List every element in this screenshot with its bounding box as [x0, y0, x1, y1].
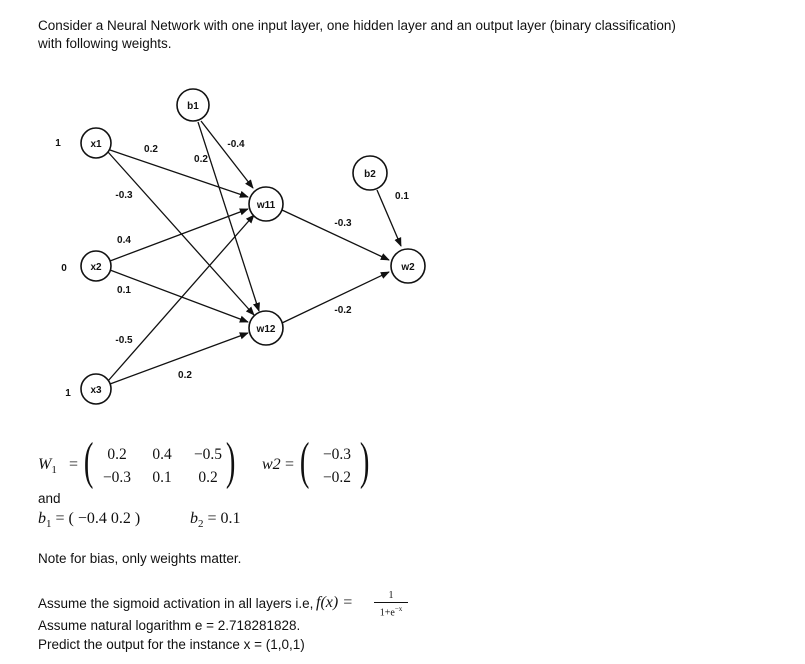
- w1-cell-0-0: 0.2: [107, 446, 127, 463]
- w1-cell-0-2: −0.5: [193, 446, 223, 463]
- weight-x2-w12: 0.1: [117, 285, 131, 296]
- edge-x1-w12: [107, 151, 255, 316]
- b1-equation: b1 = ( −0.4 0.2 ): [38, 510, 141, 531]
- edge-x2-w11: [109, 208, 249, 262]
- edge-b1-w11: [200, 120, 254, 189]
- weight-x3-w12: 0.2: [178, 370, 192, 381]
- edge-w12-w2: [281, 271, 390, 324]
- w2-cell-1: −0.2: [322, 469, 352, 486]
- w1-right-paren: ): [225, 433, 236, 490]
- node-x2-label: x2: [90, 262, 102, 273]
- node-w2: [390, 248, 426, 284]
- w2-left-paren: (: [299, 433, 310, 490]
- node-b2: [352, 155, 388, 191]
- bias-note: Note for bias, only weights matter.: [38, 551, 242, 566]
- edge-b1-w12: [197, 121, 260, 312]
- node-w12: [248, 310, 284, 346]
- w2-equals: =: [285, 456, 295, 473]
- sigmoid-fraction: 1 1+e−x: [372, 590, 410, 619]
- node-x3-label: x3: [90, 385, 102, 396]
- node-w11-label: w11: [256, 200, 276, 211]
- sigmoid-denominator: 1+e−x: [379, 605, 403, 619]
- w1-cell-0-1: 0.4: [152, 446, 172, 463]
- node-x2: [80, 250, 112, 282]
- node-x1-label: x1: [90, 139, 102, 150]
- weight-w11-w2: -0.3: [334, 218, 352, 229]
- sigmoid-note: Assume the sigmoid activation in all lay…: [38, 596, 314, 611]
- neural-network-diagram: x1 x2 x3 b1 w11 w12 b2 w2 1 0 1 0.2 -0.3…: [55, 88, 426, 405]
- input-x3-value: 1: [65, 388, 71, 399]
- sigmoid-fraction-bar: [374, 602, 408, 603]
- input-x2-value: 0: [61, 263, 67, 274]
- node-w2-label: w2: [400, 262, 415, 273]
- weight-x3-w11: -0.5: [115, 335, 133, 346]
- weight-x1-w11: 0.2: [144, 144, 158, 155]
- w1-cell-1-2: 0.2: [198, 469, 218, 486]
- w2-right-paren: ): [359, 433, 370, 490]
- w1-equals: =: [69, 456, 79, 473]
- node-x3: [80, 373, 112, 405]
- weight-x2-w11: 0.4: [117, 235, 131, 246]
- node-b1-label: b1: [187, 101, 199, 112]
- w1-cell-1-0: −0.3: [102, 469, 132, 486]
- sigmoid-numerator: 1: [388, 590, 394, 601]
- edge-w11-w2: [281, 209, 390, 261]
- w1-symbol: W1: [38, 456, 57, 477]
- weight-x1-w12: -0.3: [115, 190, 133, 201]
- log-note: Assume natural logarithm e = 2.718281828…: [38, 618, 301, 633]
- weight-b1-w11: -0.4: [227, 139, 245, 150]
- weight-b2-w2: 0.1: [395, 191, 409, 202]
- intro-line-1: Consider a Neural Network with one input…: [38, 18, 676, 33]
- w1-cell-1-1: 0.1: [152, 469, 172, 486]
- and-text: and: [38, 491, 61, 506]
- node-x1: [80, 127, 112, 159]
- w1-left-paren: (: [83, 433, 94, 490]
- node-b1: [176, 88, 210, 122]
- w2-cell-0: −0.3: [322, 446, 352, 463]
- b2-equation: b2 = 0.1: [190, 510, 241, 531]
- weight-w12-w2: -0.2: [334, 305, 352, 316]
- edge-x3-w12: [109, 332, 249, 385]
- predict-instruction: Predict the output for the instance x = …: [38, 637, 305, 652]
- edge-x3-w11: [107, 214, 255, 382]
- edge-b2-w2: [376, 189, 402, 247]
- intro-line-2: with following weights.: [38, 36, 172, 51]
- weight-b1-w12: 0.2: [194, 154, 208, 165]
- node-w11: [248, 186, 284, 222]
- w2-symbol: w2: [262, 456, 281, 473]
- node-w12-label: w12: [256, 324, 276, 335]
- input-x1-value: 1: [55, 138, 61, 149]
- edge-x2-w12: [109, 269, 249, 323]
- node-b2-label: b2: [364, 169, 376, 180]
- edge-x1-w11: [109, 149, 249, 198]
- sigmoid-fx: f(x) =: [316, 594, 353, 611]
